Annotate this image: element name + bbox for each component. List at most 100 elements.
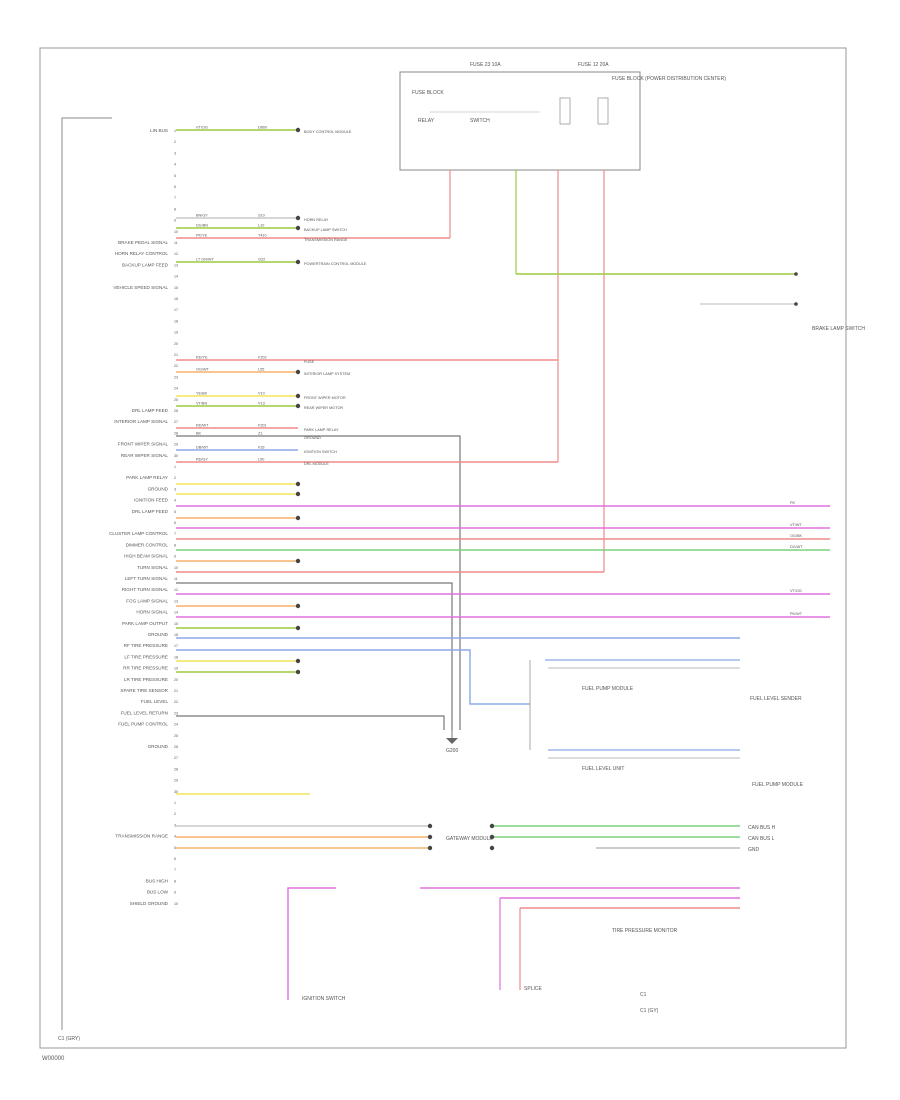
wire-destination: DRL MODULE <box>304 462 329 466</box>
tpms-label: TIRE PRESSURE MONITOR <box>612 928 678 934</box>
pin-number: 29 <box>174 779 178 783</box>
right-wire-label: DG/WT <box>790 545 803 549</box>
connector-dot <box>427 834 433 840</box>
pin-number: 22 <box>174 700 178 704</box>
legend-b: C1 (GY) <box>640 1008 659 1014</box>
pin-number: 17 <box>174 644 178 648</box>
pin-number: 25 <box>174 734 178 738</box>
circuit-label: DRL LAMP FEED <box>132 509 169 514</box>
circuit-label: BUS HIGH <box>146 878 168 883</box>
bottom-switch-label: IGNITION SWITCH <box>302 996 346 1002</box>
pin-number: 1 <box>174 129 176 133</box>
wire-circuit: F33 <box>258 446 265 450</box>
splice-label: SPLICE <box>524 986 542 992</box>
pin-number: 6 <box>174 185 176 189</box>
pin-number: 21 <box>174 689 178 693</box>
circuit-label: RR TIRE PRESSURE <box>123 666 168 671</box>
switch-label: SWITCH <box>470 118 490 124</box>
connector-dot <box>295 393 301 399</box>
pin-number: 23 <box>174 375 178 379</box>
wire-color-code: BN/GY <box>196 214 208 218</box>
circuit-label: HORN RELAY CONTROL <box>115 251 169 256</box>
fuse-block-note: FUSE BLOCK (POWER DISTRIBUTION CENTER) <box>612 76 726 82</box>
circuit-label: FUEL LEVEL RETURN <box>121 710 168 715</box>
pin-number: 5 <box>174 846 176 850</box>
connector-dot <box>295 215 301 221</box>
pin-number: 7 <box>174 868 176 872</box>
connector-dots <box>295 127 798 851</box>
pin-number: 9 <box>174 555 176 559</box>
pin-number: 2 <box>174 140 176 144</box>
wire-destination: POWERTRAIN CONTROL MODULE <box>304 262 367 266</box>
pin-number: 12 <box>174 588 178 592</box>
circuit-label: TRANSMISSION RANGE <box>115 834 168 839</box>
fuse-b-label: FUSE 12 20A <box>578 62 609 68</box>
connector-dot <box>295 259 301 265</box>
pin-number: 2 <box>174 476 176 480</box>
footer-code: W00000 <box>42 1056 65 1062</box>
pin-number: 12 <box>174 252 178 256</box>
circuit-label: BUS LOW <box>147 890 169 895</box>
diagram-frame <box>39 47 847 1049</box>
pin-number: 17 <box>174 308 178 312</box>
wire-circuit: T410 <box>258 234 267 238</box>
right-wire-label: PK <box>790 501 796 505</box>
pin-number: 24 <box>174 387 178 391</box>
wire-destination: GROUND <box>304 436 321 440</box>
pin-number: 30 <box>174 790 178 794</box>
circuit-label: RF TIRE PRESSURE <box>124 643 168 648</box>
wire-color-code: RD/GY <box>196 458 208 462</box>
circuit-label: FOG LAMP SIGNAL <box>126 598 168 603</box>
wire-color-code: BK <box>196 432 202 436</box>
circuit-label: FUEL PUMP CONTROL <box>118 722 168 727</box>
pin-number: 29 <box>174 443 178 447</box>
pin-column: 1234567891011121314151617181920212223242… <box>174 129 178 906</box>
wire-circuit: L50 <box>258 458 264 462</box>
circuit-label: FUEL LEVEL <box>141 699 169 704</box>
wire-circuit: L55 <box>258 368 264 372</box>
wire-circuit: G22 <box>258 258 265 262</box>
wire-color-code: RD/YE <box>196 356 208 360</box>
circuit-label: CLUSTER LAMP CONTROL <box>109 531 168 536</box>
wire-destination: PARK LAMP RELAY <box>304 428 339 432</box>
pin-number: 16 <box>174 297 178 301</box>
pin-number: 16 <box>174 633 178 637</box>
circuit-label: PARK LAMP RELAY <box>126 475 168 480</box>
pin-number: 18 <box>174 319 178 323</box>
connector-dot <box>295 481 301 487</box>
pin-number: 8 <box>174 543 176 547</box>
connector-dot <box>295 603 301 609</box>
pin-number: 25 <box>174 398 178 402</box>
pin-number: 19 <box>174 667 178 671</box>
wire-color-code: YE/BK <box>196 392 208 396</box>
pin-number: 30 <box>174 454 178 458</box>
pin-number: 9 <box>174 219 176 223</box>
wire-color-code: PK/YE <box>196 234 208 238</box>
circuit-label: LIN BUS <box>150 128 168 133</box>
circuit-label: HIGH BEAM SIGNAL <box>124 554 168 559</box>
pin-number: 18 <box>174 655 178 659</box>
connector-dot <box>295 669 301 675</box>
circuit-label: REAR WIPER SIGNAL <box>121 453 169 458</box>
connector-dot <box>295 127 301 133</box>
pin-number: 21 <box>174 353 178 357</box>
connector-dot <box>295 403 301 409</box>
fuse-block: FUSE 23 10A FUSE 12 20A FUSE BLOCK RELAY… <box>399 62 726 171</box>
circuit-label: VEHICLE SPEED SIGNAL <box>113 285 168 290</box>
wire-destination: REAR WIPER MOTOR <box>304 406 343 410</box>
gateway-label: GATEWAY MODULE <box>446 836 493 842</box>
fuse-a-label: FUSE 23 10A <box>470 62 501 68</box>
pin-number: 14 <box>174 611 178 615</box>
pin-number: 26 <box>174 409 178 413</box>
pin-number: 7 <box>174 532 176 536</box>
pin-number: 28 <box>174 431 178 435</box>
wire-circuit: V10 <box>258 392 265 396</box>
pin-number: 15 <box>174 622 178 626</box>
bus-label-h: CAN BUS H <box>748 825 776 831</box>
right-wire-label: PK/WT <box>790 612 803 616</box>
pin-number: 8 <box>174 879 176 883</box>
circuit-label: GROUND <box>148 486 169 491</box>
wire-destination: BACKUP LAMP SWITCH <box>304 228 347 232</box>
wire-circuit: S10 <box>258 214 265 218</box>
